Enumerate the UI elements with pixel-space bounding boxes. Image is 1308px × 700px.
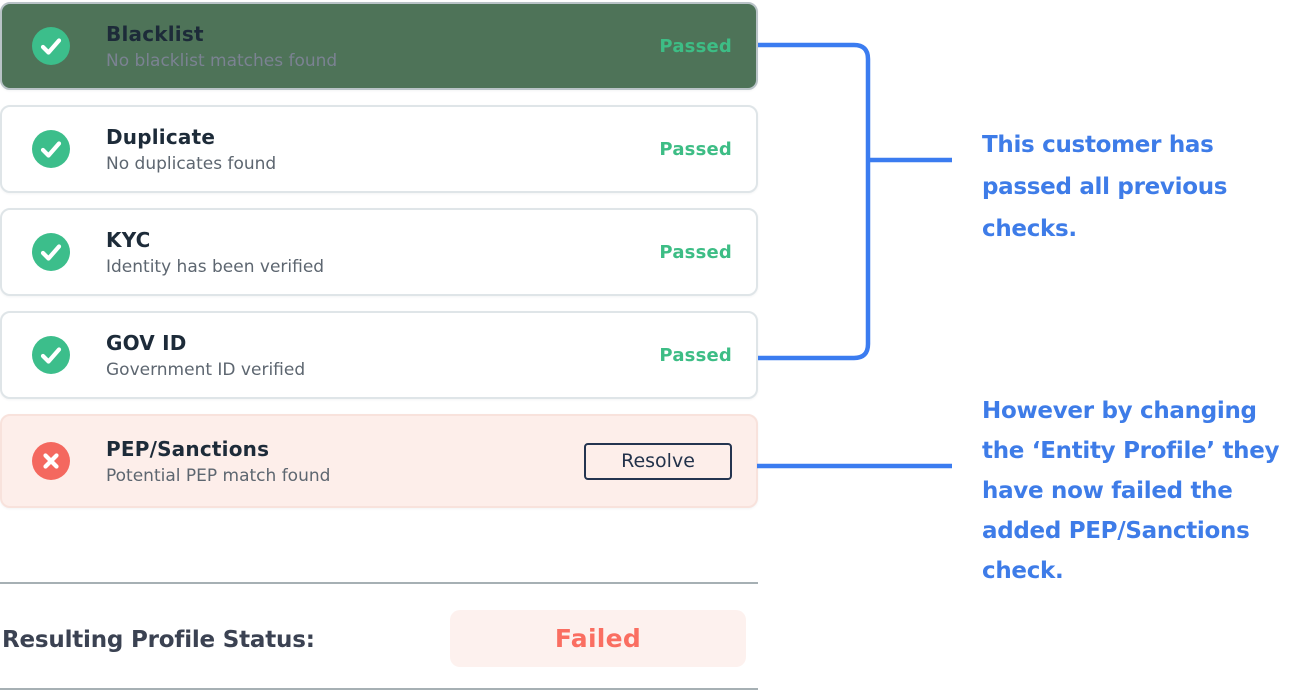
check-title: KYC — [106, 227, 151, 252]
check-card-text: GOV ID Government ID verified — [106, 331, 305, 380]
divider-top — [0, 582, 758, 584]
check-icon — [32, 27, 70, 65]
status-badge: Passed — [659, 241, 732, 263]
check-icon — [32, 130, 70, 168]
status-badge: Passed — [659, 138, 732, 160]
check-card-text: PEP/Sanctions Potential PEP match found — [106, 437, 330, 486]
check-subtitle: Identity has been verified — [106, 256, 325, 277]
profile-status-badge: Failed — [450, 610, 746, 667]
check-card: GOV ID Government ID verified Passed — [0, 311, 758, 399]
status-badge: Passed — [659, 35, 732, 57]
passed-bracket-line — [758, 42, 871, 361]
check-title: PEP/Sanctions — [106, 436, 270, 461]
resulting-profile-status-label: Resulting Profile Status: — [2, 627, 315, 653]
check-card: Duplicate No duplicates found Passed — [0, 105, 758, 193]
check-card-text: Duplicate No duplicates found — [106, 125, 276, 174]
resolve-button[interactable]: Resolve — [584, 442, 732, 480]
check-subtitle: Potential PEP match found — [106, 465, 331, 486]
check-list: Blacklist No blacklist matches found Pas… — [0, 2, 758, 523]
cross-icon — [32, 442, 70, 480]
check-card: KYC Identity has been verified Passed — [0, 208, 758, 296]
check-subtitle: No duplicates found — [106, 153, 277, 174]
check-card: Blacklist No blacklist matches found Pas… — [0, 2, 758, 90]
check-title: Blacklist — [106, 21, 204, 46]
divider-bottom — [0, 688, 758, 690]
check-subtitle: No blacklist matches found — [106, 50, 338, 71]
check-title: Duplicate — [106, 124, 216, 149]
check-icon — [32, 336, 70, 374]
status-badge: Passed — [659, 344, 732, 366]
passed-annotation: This customer has passed all previous ch… — [982, 132, 1228, 242]
check-card-text: Blacklist No blacklist matches found — [106, 22, 337, 71]
failed-annotation: However by changing the ‘Entity Profile’… — [982, 398, 1280, 584]
check-subtitle: Government ID verified — [106, 359, 306, 380]
check-card: PEP/Sanctions Potential PEP match found … — [0, 414, 758, 508]
profile-status-value: Failed — [554, 624, 642, 653]
check-title: GOV ID — [106, 330, 187, 355]
check-icon — [32, 233, 70, 271]
check-card-text: KYC Identity has been verified — [106, 228, 324, 277]
